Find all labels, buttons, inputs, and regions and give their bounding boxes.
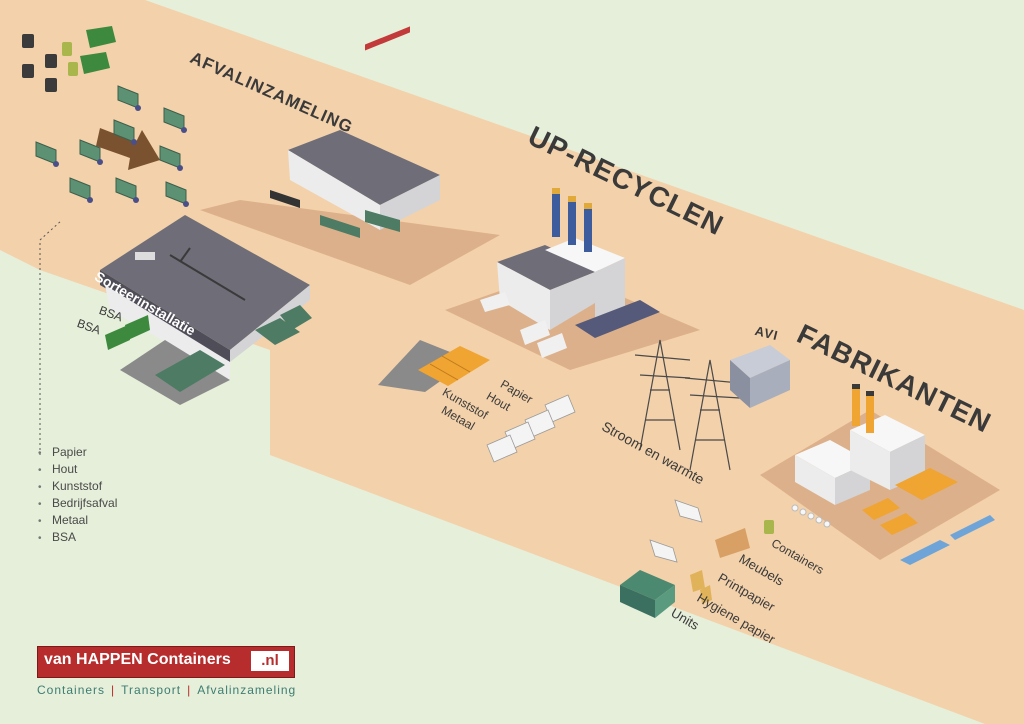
waste-bins-icon <box>22 26 116 92</box>
recycling-plant <box>445 188 700 370</box>
factory <box>760 384 1000 565</box>
tagline-item: Transport <box>121 683 182 697</box>
brand-tld: .nl <box>251 651 289 671</box>
brand-name: van HAPPEN Containers <box>44 651 231 668</box>
list-item: •Bedrijfsafval <box>38 496 118 510</box>
list-item: •Metaal <box>38 513 89 527</box>
list-item: •Kunststof <box>38 479 103 493</box>
product-icons <box>620 520 774 618</box>
collection-depot <box>200 26 500 285</box>
waste-type-list: •Papier •Hout •Kunststof •Bedrijfsafval … <box>38 444 117 546</box>
dotted-connector <box>39 219 63 455</box>
tagline-item: Afvalinzameling <box>197 683 297 697</box>
delivery-vans-icon <box>486 394 703 563</box>
brand-tagline: Containers|Transport|Afvalinzameling <box>37 683 297 697</box>
list-item: •Hout <box>38 462 78 476</box>
list-item: •Papier <box>38 445 87 459</box>
collection-trucks-icon <box>35 85 187 205</box>
avi-plant-icon <box>730 345 790 408</box>
sorted-materials <box>378 340 490 392</box>
sorting-plant <box>100 215 312 405</box>
arrow-icon <box>96 128 160 170</box>
list-item: •BSA <box>38 530 77 544</box>
brand-logo[interactable]: van HAPPEN Containers .nl <box>37 646 295 678</box>
power-pylons-icon <box>634 339 741 471</box>
tagline-item: Containers <box>37 683 106 697</box>
